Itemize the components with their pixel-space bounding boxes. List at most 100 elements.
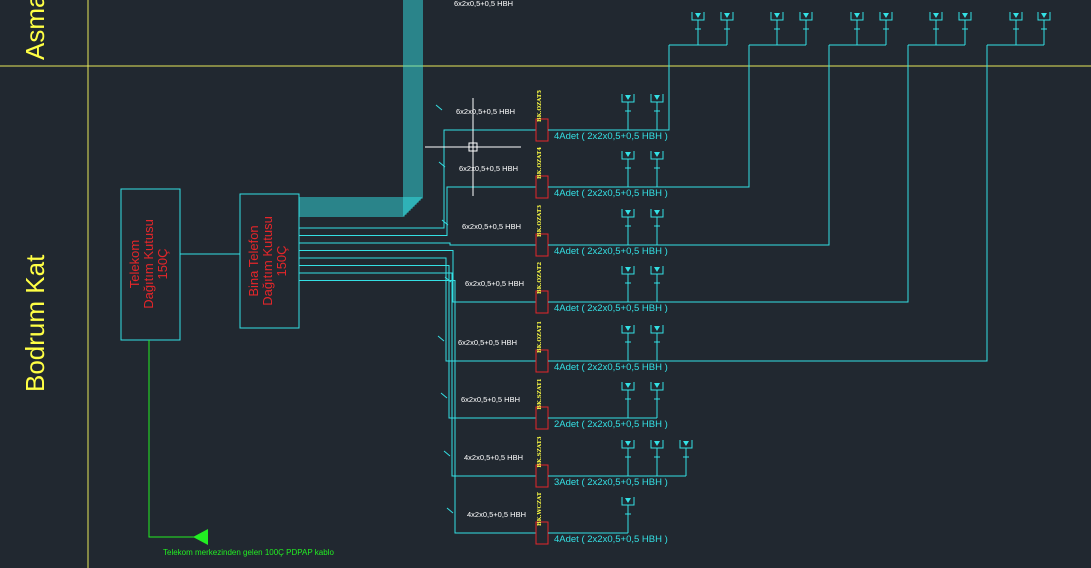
cad-crosshair-cursor xyxy=(425,98,521,196)
cable-tick xyxy=(443,450,451,457)
telephone-outlet-icon xyxy=(650,209,664,245)
telephone-outlet-icon xyxy=(621,325,635,361)
telephone-outlet-icon xyxy=(650,440,664,476)
telephone-outlet-icon xyxy=(650,266,664,302)
riser-wire xyxy=(299,0,419,203)
cable-tick xyxy=(438,161,446,168)
upper-outlet-group xyxy=(669,12,734,46)
telephone-outlet-icon xyxy=(679,440,693,476)
branch-1: 6x2x0,5+0,5 HBH BK.OZAT5 4Adet ( 2x2x0,5+0… xyxy=(299,45,670,229)
telekom-box-line1: Telekom xyxy=(127,240,142,288)
upper-outlet-group xyxy=(749,12,813,46)
terminal-box-id: BK.OZAT4 xyxy=(537,147,543,179)
telephone-outlet-icon xyxy=(929,12,943,45)
telephone-outlet-icon xyxy=(621,209,635,245)
branch-cable-label: 6x2x0,5+0,5 HBH xyxy=(458,338,517,347)
incoming-cable-note: Telekom merkezinden gelen 100Ç PDPAP kab… xyxy=(163,548,334,557)
telephone-outlet-icon xyxy=(650,382,664,418)
branch-circuits: 6x2x0,5+0,5 HBH BK.OZAT5 4Adet ( 2x2x0,5+0… xyxy=(299,45,988,545)
upper-floor-feed-wire xyxy=(657,45,988,362)
cable-tick xyxy=(441,219,449,226)
telephone-outlet-icon xyxy=(621,497,635,533)
riser-wire xyxy=(299,0,415,207)
riser-cable-bundle xyxy=(299,0,423,217)
telephone-outlet-icon xyxy=(879,12,893,45)
riser-wire xyxy=(299,0,411,211)
bina-telefon-distribution-box: Bina Telefon Dağıtım Kutusu 150Ç xyxy=(239,193,300,329)
upper-floor-feed-wire xyxy=(657,45,909,303)
telekom-box-line2: Dağıtım Kutusu xyxy=(141,219,156,309)
branch-cable-label: 4x2x0,5+0,5 HBH xyxy=(464,453,523,462)
cable-tick xyxy=(437,335,445,342)
riser-wire xyxy=(299,0,423,199)
terminal-box-id: BK.OZAT3 xyxy=(537,205,543,237)
branch-count-label: 2Adet ( 2x2x0,5+0,5 HBH ) xyxy=(554,419,668,430)
terminal-box-id: BK.OZAT5 xyxy=(537,90,543,122)
branch-feed-wire xyxy=(299,242,536,246)
terminal-box-id: BK.SZAT3 xyxy=(537,436,543,467)
upper-outlet-group xyxy=(987,12,1051,46)
riser-wire xyxy=(299,0,413,209)
branch-count-label: 3Adet ( 2x2x0,5+0,5 HBH ) xyxy=(554,477,668,488)
riser-wire xyxy=(299,0,409,213)
riser-cable-label: 6x2x0,5+0,5 HBH xyxy=(454,0,513,8)
cable-tick xyxy=(440,392,448,399)
terminal-box-id: BK.SZAT1 xyxy=(537,378,543,409)
upper-outlet-group xyxy=(908,12,972,46)
telephone-outlet-icon xyxy=(621,266,635,302)
telephone-outlet-icon xyxy=(1037,12,1051,45)
bina-box-line2: Dağıtım Kutusu xyxy=(260,216,275,306)
branch-cable-label: 6x2x0,5+0,5 HBH xyxy=(462,222,521,231)
telephone-outlet-icon xyxy=(1009,12,1023,45)
branch-feed-wire xyxy=(299,265,536,419)
incoming-telekom-cable xyxy=(148,340,208,545)
telephone-outlet-icon xyxy=(691,12,705,45)
upper-floor-feed-wire xyxy=(657,45,750,188)
riser-wire xyxy=(299,0,417,205)
telephone-outlet-icon xyxy=(799,12,813,45)
branch-7: 4x2x0,5+0,5 HBH BK.SZAT3 3Adet ( 2x2x0,5+0… xyxy=(299,272,693,488)
branch-count-label: 4Adet ( 2x2x0,5+0,5 HBH ) xyxy=(554,188,668,199)
upper-floor-feed-wire xyxy=(657,45,670,131)
branch-3: 6x2x0,5+0,5 HBH BK.OZAT3 4Adet ( 2x2x0,5+0… xyxy=(299,45,830,257)
riser-wire xyxy=(299,0,421,201)
branch-count-label: 4Adet ( 2x2x0,5+0,5 HBH ) xyxy=(554,303,668,314)
telephone-outlet-icon xyxy=(650,94,664,130)
branch-feed-wire xyxy=(299,250,536,303)
telekom-distribution-box: Telekom Dağıtım Kutusu 150Ç xyxy=(120,188,181,341)
branch-cable-label: 6x2x0,5+0,5 HBH xyxy=(461,395,520,404)
branch-count-label: 4Adet ( 2x2x0,5+0,5 HBH ) xyxy=(554,362,668,373)
branch-feed-wire xyxy=(299,257,536,362)
telephone-outlet-icon xyxy=(720,12,734,45)
branch-feed-wire xyxy=(299,280,536,534)
upper-floor-feed-wire xyxy=(657,45,830,246)
branch-2: 6x2x0,5+0,5 HBH BK.OZAT4 4Adet ( 2x2x0,5+0… xyxy=(299,45,750,236)
branch-feed-wire xyxy=(299,272,536,477)
terminal-box-id: BK.WCZAT xyxy=(537,491,543,526)
branch-count-label: 4Adet ( 2x2x0,5+0,5 HBH ) xyxy=(554,534,668,545)
upper-floor-outlets xyxy=(669,12,1051,46)
cable-tick xyxy=(435,104,443,111)
bina-box-line1: Bina Telefon xyxy=(246,225,261,296)
telephone-outlet-icon xyxy=(650,325,664,361)
branch-8: 4x2x0,5+0,5 HBH BK.WCZAT 4Adet ( 2x2x0,5+0… xyxy=(299,280,668,545)
branch-cable-label: 4x2x0,5+0,5 HBH xyxy=(467,510,526,519)
telephone-outlet-icon xyxy=(850,12,864,45)
telephone-outlet-icon xyxy=(621,440,635,476)
telekom-box-line3: 150Ç xyxy=(155,248,170,279)
telephone-outlet-icon xyxy=(770,12,784,45)
bina-box-line3: 150Ç xyxy=(274,245,289,276)
riser-wire xyxy=(299,0,405,217)
floor-label-bodrum: Bodrum Kat xyxy=(20,254,50,392)
branch-cable-label: 6x2x0,5+0,5 HBH xyxy=(465,279,524,288)
branch-feed-wire xyxy=(299,129,536,229)
telephone-outlet-icon xyxy=(621,94,635,130)
branch-count-label: 4Adet ( 2x2x0,5+0,5 HBH ) xyxy=(554,246,668,257)
cable-tick xyxy=(446,507,454,514)
branch-6: 6x2x0,5+0,5 HBH BK.SZAT1 2Adet ( 2x2x0,5+0… xyxy=(299,265,668,430)
floor-label-asma: Asma xyxy=(20,0,50,60)
branch-feed-wire xyxy=(299,186,536,236)
